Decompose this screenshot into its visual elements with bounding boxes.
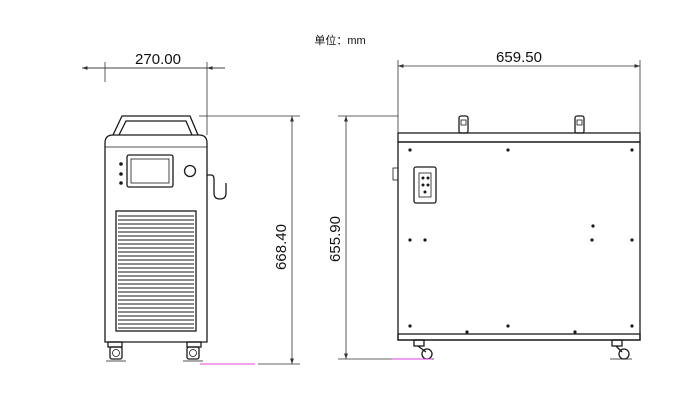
caster-icon [106,341,126,362]
control-screen [126,154,174,188]
led-indicator-icon [119,162,123,166]
front-view: 270.00 [82,51,300,365]
side-height-label: 655.90 [327,216,344,262]
unit-label: 单位：mm [314,33,365,47]
caster-icon [183,341,203,362]
vent-grille [115,210,197,332]
side-width-label: 659.50 [496,49,542,66]
screw-pattern [408,148,634,334]
side-view: 659.50 [327,49,641,360]
connector-panel [413,166,437,204]
caster-icon [412,339,434,360]
front-height-label: 668.40 [273,224,290,270]
front-width-label: 270.00 [135,51,181,68]
caster-icon [610,339,632,360]
knob-icon [183,164,197,178]
